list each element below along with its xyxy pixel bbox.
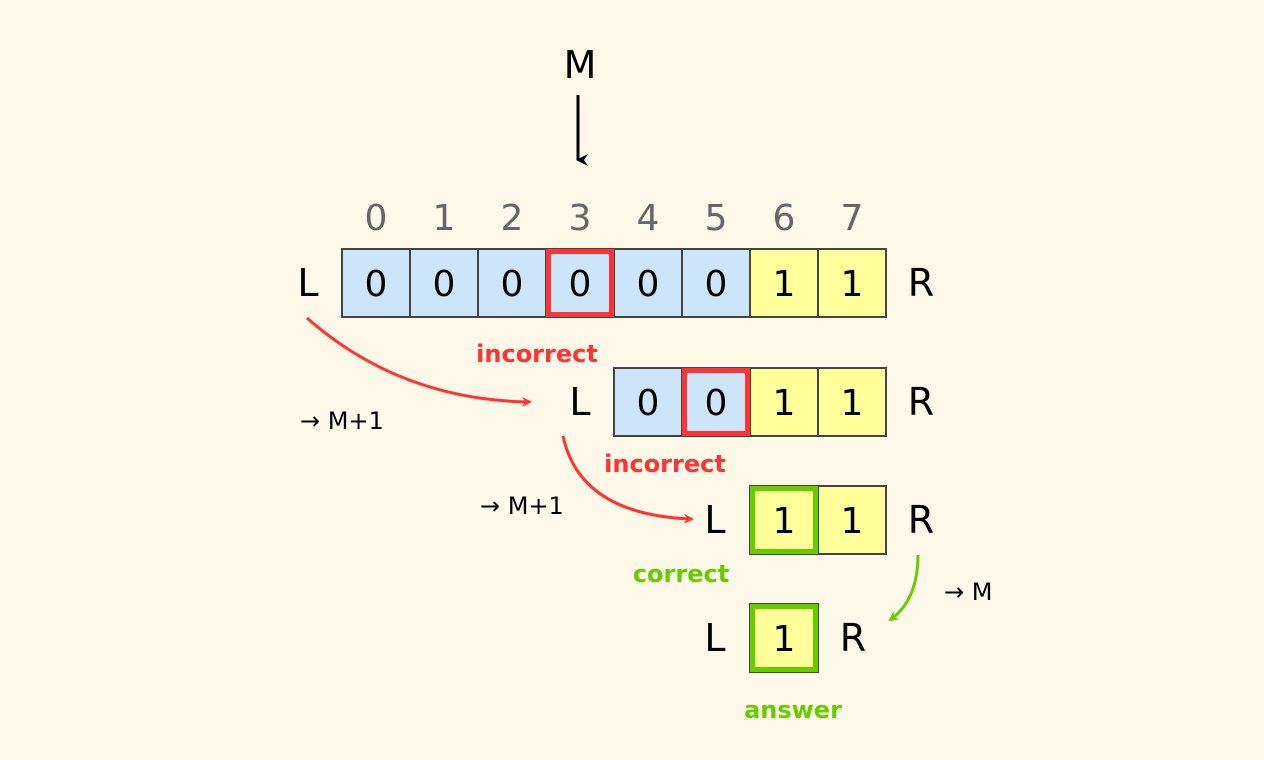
array-cell bbox=[749, 248, 819, 318]
array-cell bbox=[409, 248, 479, 318]
status-label-final: answer bbox=[744, 696, 842, 724]
cell-value: 1 bbox=[773, 501, 796, 542]
right-pointer-label: R bbox=[840, 616, 866, 660]
mid-highlight-box bbox=[682, 368, 750, 436]
index-label: 7 bbox=[841, 198, 864, 239]
mid-highlight-box bbox=[546, 249, 614, 317]
move-arrow-step1 bbox=[306, 316, 532, 407]
cell-value: 1 bbox=[841, 501, 864, 542]
array-row: L R 0 0 1 1 bbox=[569, 367, 934, 437]
status-label-step3: correct bbox=[633, 560, 729, 588]
array-cell bbox=[817, 485, 887, 555]
move-label-step1: → M+1 bbox=[300, 407, 384, 435]
array-cell bbox=[545, 248, 615, 318]
left-pointer-label: L bbox=[704, 616, 725, 660]
cell-value: 0 bbox=[637, 383, 660, 424]
cell-value: 1 bbox=[841, 264, 864, 305]
cell-value: 1 bbox=[773, 264, 796, 305]
index-labels: 0 1 2 3 4 5 6 7 bbox=[365, 198, 864, 239]
index-label: 5 bbox=[705, 198, 728, 239]
mid-highlight-box bbox=[750, 604, 818, 672]
cell-value: 0 bbox=[365, 264, 388, 305]
array-cell bbox=[477, 248, 547, 318]
cell-value: 0 bbox=[705, 264, 728, 305]
status-label-step2: incorrect bbox=[604, 450, 726, 478]
cell-value: 1 bbox=[773, 383, 796, 424]
cell-value: 0 bbox=[501, 264, 524, 305]
array-cell bbox=[681, 248, 751, 318]
right-pointer-label: R bbox=[908, 380, 934, 424]
array-cell bbox=[749, 367, 819, 437]
left-pointer-label: L bbox=[297, 261, 318, 305]
cell-value: 0 bbox=[637, 264, 660, 305]
index-label: 6 bbox=[773, 198, 796, 239]
cell-value: 1 bbox=[841, 383, 864, 424]
index-label: 1 bbox=[433, 198, 456, 239]
array-cell bbox=[817, 367, 887, 437]
index-label: 3 bbox=[569, 198, 592, 239]
array-cell bbox=[817, 248, 887, 318]
move-arrow-step2 bbox=[561, 435, 694, 524]
cell-value: 0 bbox=[433, 264, 456, 305]
status-label-step1: incorrect bbox=[476, 340, 598, 368]
cell-value: 0 bbox=[705, 383, 728, 424]
right-pointer-label: R bbox=[908, 498, 934, 542]
index-label: 4 bbox=[637, 198, 660, 239]
right-pointer-label: R bbox=[908, 261, 934, 305]
cell-value: 1 bbox=[773, 619, 796, 660]
move-arrow-step3 bbox=[888, 554, 920, 622]
left-pointer-label: L bbox=[569, 380, 590, 424]
array-row: L R 1 1 bbox=[704, 485, 934, 555]
array-row: L R 1 bbox=[704, 603, 866, 673]
array-row: L R 0 0 0 0 0 0 1 1 bbox=[297, 248, 934, 318]
pointer-label-m: M bbox=[564, 43, 597, 87]
cell-value: 0 bbox=[569, 264, 592, 305]
index-label: 0 bbox=[365, 198, 388, 239]
move-label-step3: → M bbox=[944, 578, 992, 606]
index-label: 2 bbox=[501, 198, 524, 239]
array-cell bbox=[613, 248, 683, 318]
left-pointer-label: L bbox=[704, 498, 725, 542]
mid-highlight-box bbox=[750, 486, 818, 554]
move-label-step2: → M+1 bbox=[480, 492, 564, 520]
array-cell bbox=[341, 248, 411, 318]
